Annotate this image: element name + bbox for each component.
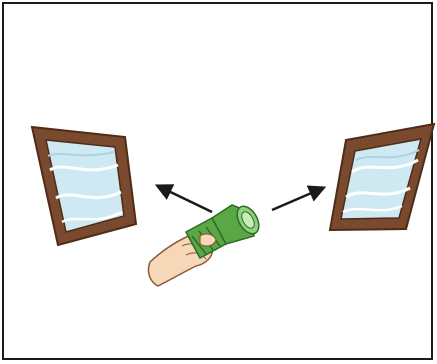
right-window-icon: [330, 124, 434, 230]
left-window-icon: [32, 127, 136, 245]
flashlight-icon: [186, 203, 263, 258]
arrow-to-right-window: [272, 188, 323, 210]
arrow-to-left-window: [158, 186, 212, 212]
